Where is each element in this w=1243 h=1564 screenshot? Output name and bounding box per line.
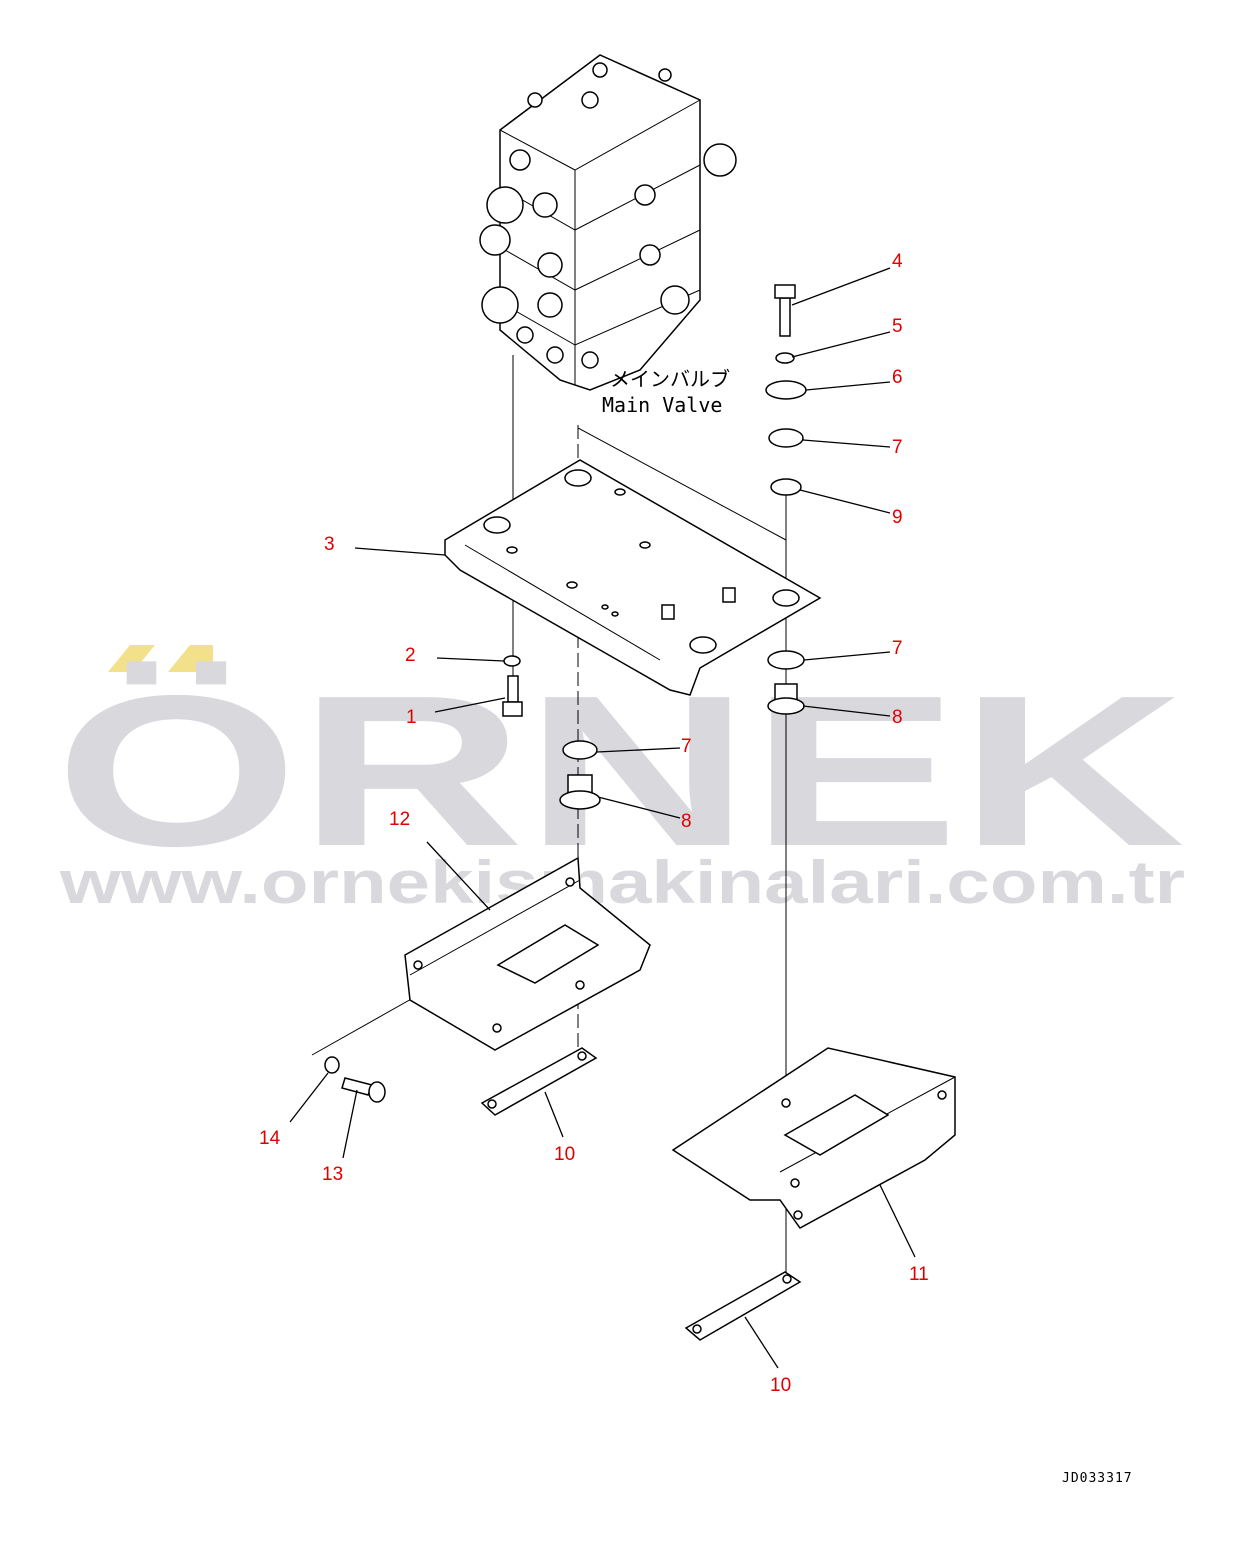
callout-13: 13 xyxy=(322,1164,343,1185)
watermark-brand: ÖRNEK xyxy=(55,650,1185,891)
plate-part-10 xyxy=(480,1047,802,1341)
callout-9: 9 xyxy=(892,507,903,528)
watermark-umlaut-right xyxy=(168,645,213,672)
callout-numbers: 4 5 6 7 9 3 2 1 7 8 7 8 12 14 13 10 11 1… xyxy=(259,251,929,1396)
callout-12: 12 xyxy=(389,809,410,830)
callout-7: 7 xyxy=(892,638,903,659)
drawing-code: JD033317 xyxy=(1062,1471,1133,1486)
bracket-part-12 xyxy=(404,856,651,1051)
callout-8: 8 xyxy=(892,707,903,728)
callout-14: 14 xyxy=(259,1128,281,1149)
callout-11: 11 xyxy=(909,1264,929,1285)
callout-6: 6 xyxy=(892,367,903,388)
bracket-part-11 xyxy=(671,1047,956,1229)
callout-3: 3 xyxy=(324,534,335,555)
callout-1: 1 xyxy=(406,707,417,728)
leader-lines xyxy=(289,267,916,1369)
small-parts xyxy=(324,284,807,1103)
main-valve-label-en: Main Valve xyxy=(602,393,722,417)
callout-7: 7 xyxy=(681,736,692,757)
callout-7: 7 xyxy=(892,437,903,458)
callout-10: 10 xyxy=(554,1144,575,1165)
callout-10: 10 xyxy=(770,1375,791,1396)
main-valve-label-jp: メインバルブ xyxy=(610,367,730,391)
callout-4: 4 xyxy=(892,251,903,272)
plate-part-3 xyxy=(444,459,822,696)
watermark: ÖRNEK www.ornekismakinalari.com.tr xyxy=(55,645,1185,916)
watermark-umlaut-left xyxy=(108,645,155,672)
main-valve: メインバルブ Main Valve xyxy=(479,54,737,417)
callout-2: 2 xyxy=(405,645,416,666)
callout-8: 8 xyxy=(681,811,692,832)
callout-5: 5 xyxy=(892,316,903,337)
watermark-url: www.ornekismakinalari.com.tr xyxy=(59,849,1185,916)
